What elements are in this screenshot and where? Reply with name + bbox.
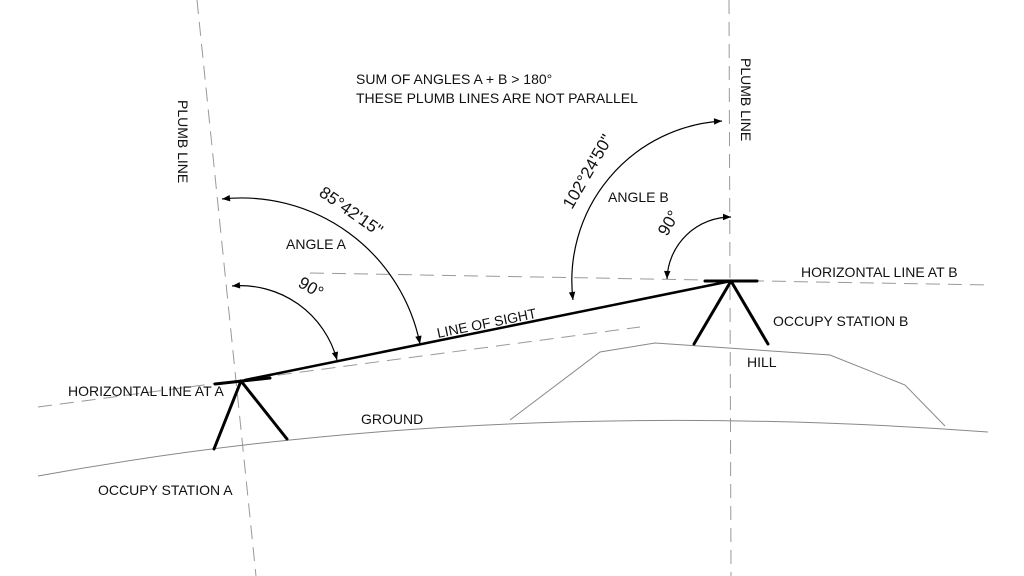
note-sum-of-angles: SUM OF ANGLES A + B > 180° (356, 71, 552, 87)
angle-a-value: 85°42'15" (316, 183, 387, 240)
right-angle-a-arc (231, 282, 339, 361)
instrument-b-icon (692, 279, 770, 346)
line-of-sight-label: LINE OF SIGHT (435, 305, 538, 341)
plumb-line-b (728, 0, 732, 576)
occupy-station-a-label: OCCUPY STATION A (98, 482, 233, 498)
angle-a-arc (221, 194, 422, 345)
right-angle-b-label: 90° (654, 207, 683, 239)
ground-line (37, 419, 989, 477)
plumb-line-a-label: PLUMB LINE (175, 100, 191, 183)
angle-b-label: ANGLE B (608, 189, 669, 205)
note-not-parallel: THESE PLUMB LINES ARE NOT PARALLEL (356, 90, 638, 106)
horizontal-line-a (37, 326, 641, 408)
instrument-a-icon (212, 376, 289, 451)
horizontal-line-b-label: HORIZONTAL LINE AT B (801, 264, 958, 280)
plumb-line-b-label: PLUMB LINE (738, 58, 754, 141)
angle-a-label: ANGLE A (286, 236, 347, 252)
horizontal-line-a-label: HORIZONTAL LINE AT A (68, 383, 225, 399)
hill-label: HILL (747, 354, 777, 370)
occupy-station-b-label: OCCUPY STATION B (773, 313, 908, 329)
ground-label: GROUND (361, 411, 423, 427)
hill-outline (509, 342, 946, 427)
right-angle-a-label: 90° (295, 273, 327, 302)
angle-b-arc (568, 118, 723, 301)
right-angle-b-arc (664, 213, 732, 280)
